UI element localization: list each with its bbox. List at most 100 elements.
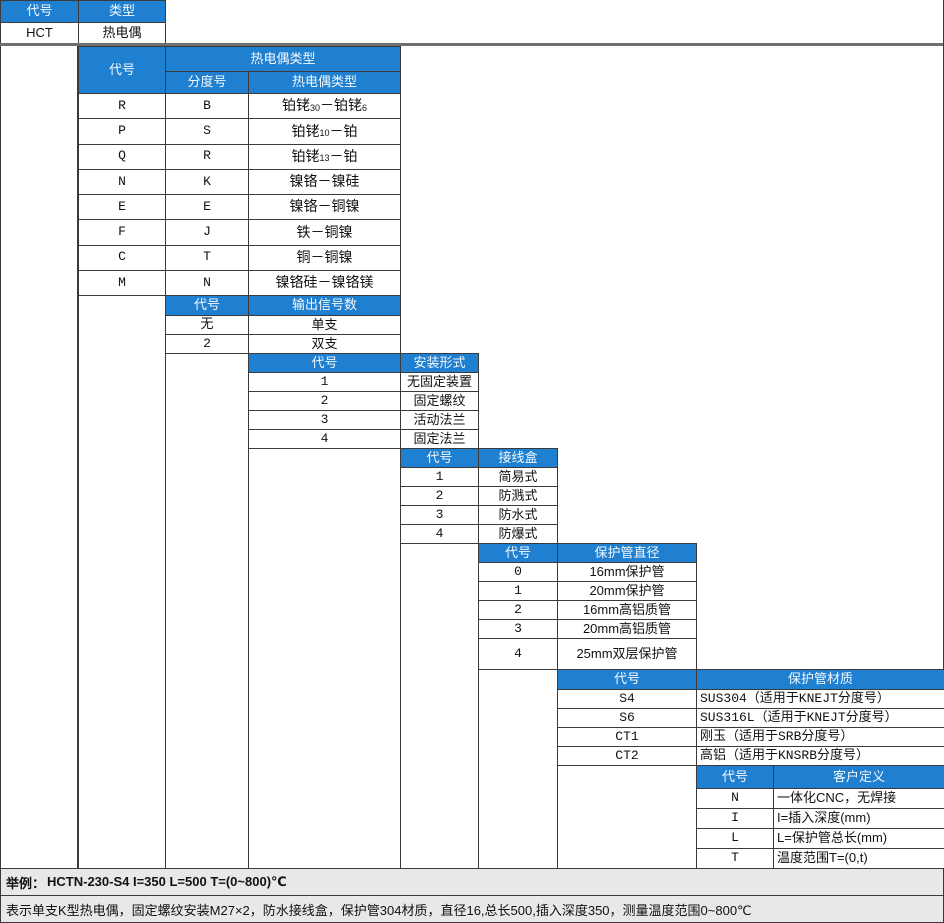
code-cell: Q: [79, 144, 166, 170]
type-label-cell: 镍铬硅－镍铬镁: [249, 270, 401, 296]
code-cell: 3: [479, 620, 558, 639]
graduation-cell: R: [166, 144, 249, 170]
label-cell: SUS304（适用于KNEJT分度号）: [697, 690, 944, 709]
code-cell: 3: [249, 411, 401, 430]
code-cell: S4: [558, 690, 697, 709]
label-cell: 防溅式: [479, 487, 558, 506]
graduation-cell: K: [166, 169, 249, 195]
empty-column-type-code: [78, 295, 166, 868]
column-header: 分度号: [166, 72, 249, 94]
example-description: 表示单支K型热电偶，固定螺纹安装M27×2，防水接线盒，保护管304材质，直径1…: [6, 902, 752, 918]
code-cell: N: [697, 789, 774, 809]
empty-column-diameter-code: [478, 669, 558, 868]
column-header: 客户定义: [774, 766, 944, 789]
code-cell: 1: [401, 468, 479, 487]
label-cell: 温度范围T=(0,t): [774, 849, 944, 869]
series-type-cell: 热电偶: [79, 23, 166, 44]
graduation-cell: T: [166, 245, 249, 271]
code-cell: 1: [249, 373, 401, 392]
code-cell: R: [79, 94, 166, 120]
graduation-cell: S: [166, 119, 249, 145]
code-cell: P: [79, 119, 166, 145]
code-cell: CT2: [558, 747, 697, 766]
code-cell: 无: [166, 316, 249, 335]
code-cell: 2: [249, 392, 401, 411]
example-footer: 举例： HCTN-230-S4 I=350 L=500 T=(0~800)℃ 表…: [0, 868, 944, 923]
label-cell: 防水式: [479, 506, 558, 525]
code-cell: 1: [479, 582, 558, 601]
label-cell: 固定法兰: [401, 430, 479, 449]
column-header: 代号: [1, 1, 79, 23]
example-label: 举例：: [6, 875, 46, 891]
graduation-cell: E: [166, 195, 249, 221]
code-cell: I: [697, 809, 774, 829]
section-divider: [0, 43, 944, 46]
type-label-cell: 镍铬－镍硅: [249, 169, 401, 195]
code-cell: 2: [166, 335, 249, 354]
code-cell: 2: [479, 601, 558, 620]
empty-column-junction-code: [400, 543, 479, 868]
code-cell: 4: [249, 430, 401, 449]
label-cell: L=保护管总长(mm): [774, 829, 944, 849]
example-row: 举例： HCTN-230-S4 I=350 L=500 T=(0~800)℃: [1, 869, 943, 896]
label-cell: 防爆式: [479, 525, 558, 544]
empty-column-material-code: [557, 765, 697, 868]
graduation-cell: B: [166, 94, 249, 120]
label-cell: 简易式: [479, 468, 558, 487]
code-cell: 4: [479, 639, 558, 670]
column-header: 类型: [79, 1, 166, 23]
code-cell: C: [79, 245, 166, 271]
column-header: 代号: [166, 296, 249, 316]
code-cell: 2: [401, 487, 479, 506]
graduation-cell: J: [166, 220, 249, 246]
column-header: 代号: [249, 354, 401, 373]
code-cell: T: [697, 849, 774, 869]
empty-column-signal-code: [165, 353, 249, 868]
label-cell: 单支: [249, 316, 401, 335]
type-label-cell: 镍铬－铜镍: [249, 195, 401, 221]
code-cell: S6: [558, 709, 697, 728]
label-cell: 16mm保护管: [558, 563, 697, 582]
label-cell: 16mm高铝质管: [558, 601, 697, 620]
label-cell: 20mm保护管: [558, 582, 697, 601]
label-cell: 高铝（适用于KNSRB分度号）: [697, 747, 944, 766]
label-cell: 活动法兰: [401, 411, 479, 430]
code-cell: E: [79, 195, 166, 221]
type-label-cell: 铁－铜镍: [249, 220, 401, 246]
column-header: 代号: [558, 670, 697, 690]
label-cell: I=插入深度(mm): [774, 809, 944, 829]
column-header: 接线盒: [479, 449, 558, 468]
column-header: 代号: [479, 544, 558, 563]
label-cell: 20mm高铝质管: [558, 620, 697, 639]
code-cell: F: [79, 220, 166, 246]
code-cell: M: [79, 270, 166, 296]
code-cell: 3: [401, 506, 479, 525]
code-cell: L: [697, 829, 774, 849]
column-header: 代号: [401, 449, 479, 468]
column-header: 保护管直径: [558, 544, 697, 563]
label-cell: 无固定装置: [401, 373, 479, 392]
code-cell: N: [79, 169, 166, 195]
code-cell: CT1: [558, 728, 697, 747]
label-cell: 25mm双层保护管: [558, 639, 697, 670]
column-header: 保护管材质: [697, 670, 944, 690]
column-header: 代号: [697, 766, 774, 789]
graduation-cell: N: [166, 270, 249, 296]
series-table: 代号 类型 HCT 热电偶: [0, 0, 166, 44]
example-code: HCTN-230-S4 I=350 L=500 T=(0~800)℃: [47, 874, 287, 889]
label-cell: 固定螺纹: [401, 392, 479, 411]
empty-column-mounting-code: [248, 448, 401, 868]
label-cell: 双支: [249, 335, 401, 354]
group-header: 热电偶类型: [166, 47, 401, 72]
